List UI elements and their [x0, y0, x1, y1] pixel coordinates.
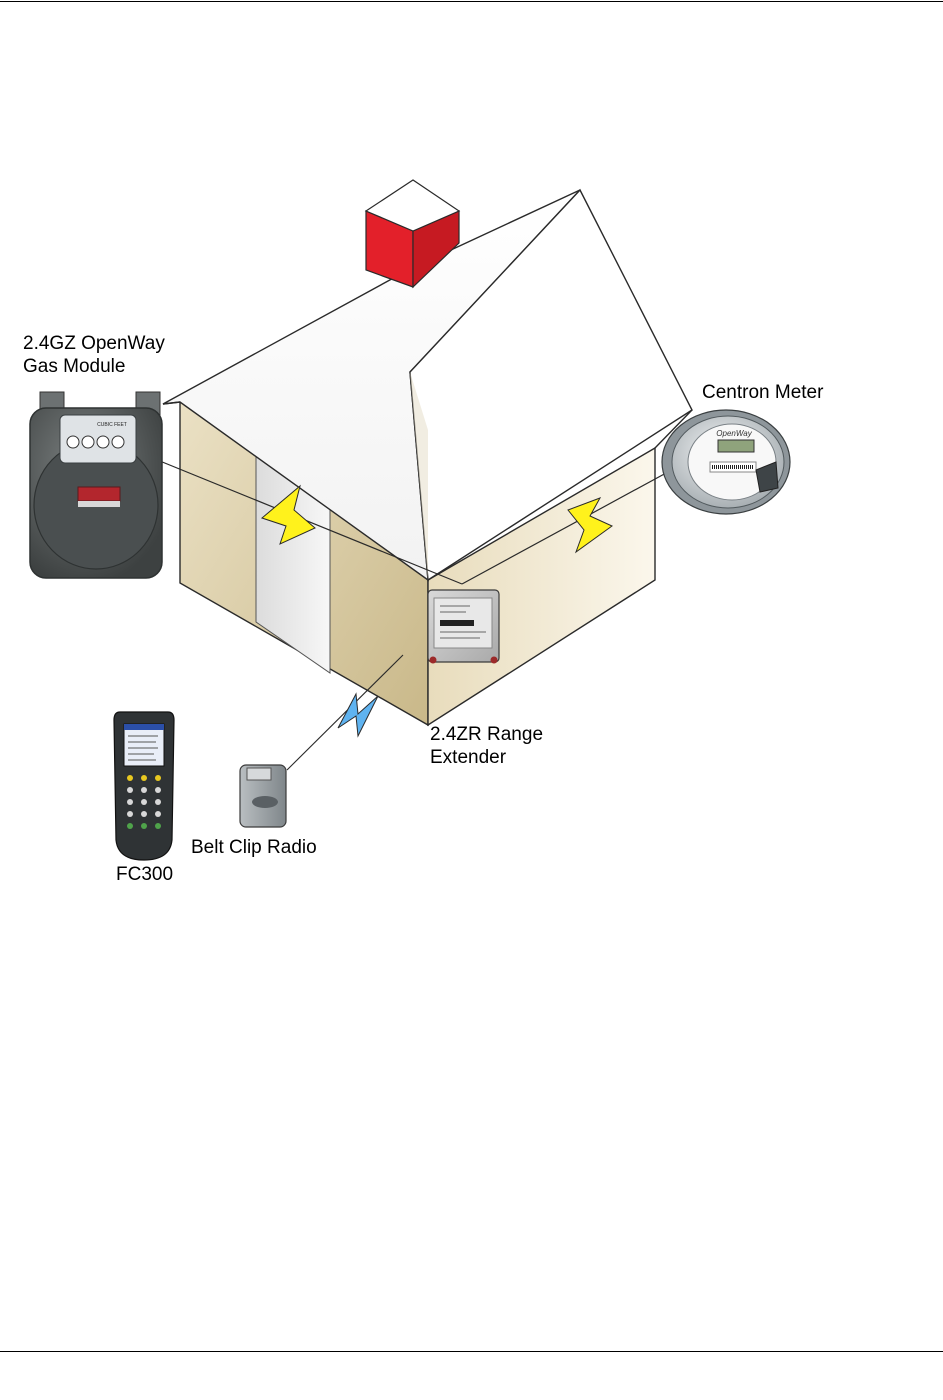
centron-meter-brand: OpenWay: [716, 429, 752, 438]
gas-dial-label: CUBIC FEET: [97, 422, 127, 428]
label-gas-module-line2: Gas Module: [23, 355, 165, 378]
label-range-extender: 2.4ZR Range Extender: [430, 723, 543, 769]
gas-module-device: CUBIC FEET: [30, 392, 162, 578]
gas-dial-icon: [82, 436, 94, 448]
centron-meter-device: OpenWay: [662, 410, 790, 514]
gas-dial-icon: [67, 436, 79, 448]
footer-rule: [0, 1351, 943, 1352]
label-range-extender-line2: Extender: [430, 746, 543, 769]
gas-dial-icon: [112, 436, 124, 448]
label-centron-meter: Centron Meter: [702, 381, 823, 404]
label-gas-module: 2.4GZ OpenWay Gas Module: [23, 332, 165, 378]
label-range-extender-line1: 2.4ZR Range: [430, 723, 543, 746]
label-fc300: FC300: [116, 863, 173, 886]
gas-dial-icon: [97, 436, 109, 448]
range-extender-device: [428, 590, 499, 664]
label-belt-clip-radio: Belt Clip Radio: [191, 836, 317, 859]
label-gas-module-line1: 2.4GZ OpenWay: [23, 332, 165, 355]
belt-clip-radio-device: [240, 765, 286, 827]
fc300-device: [114, 712, 174, 860]
